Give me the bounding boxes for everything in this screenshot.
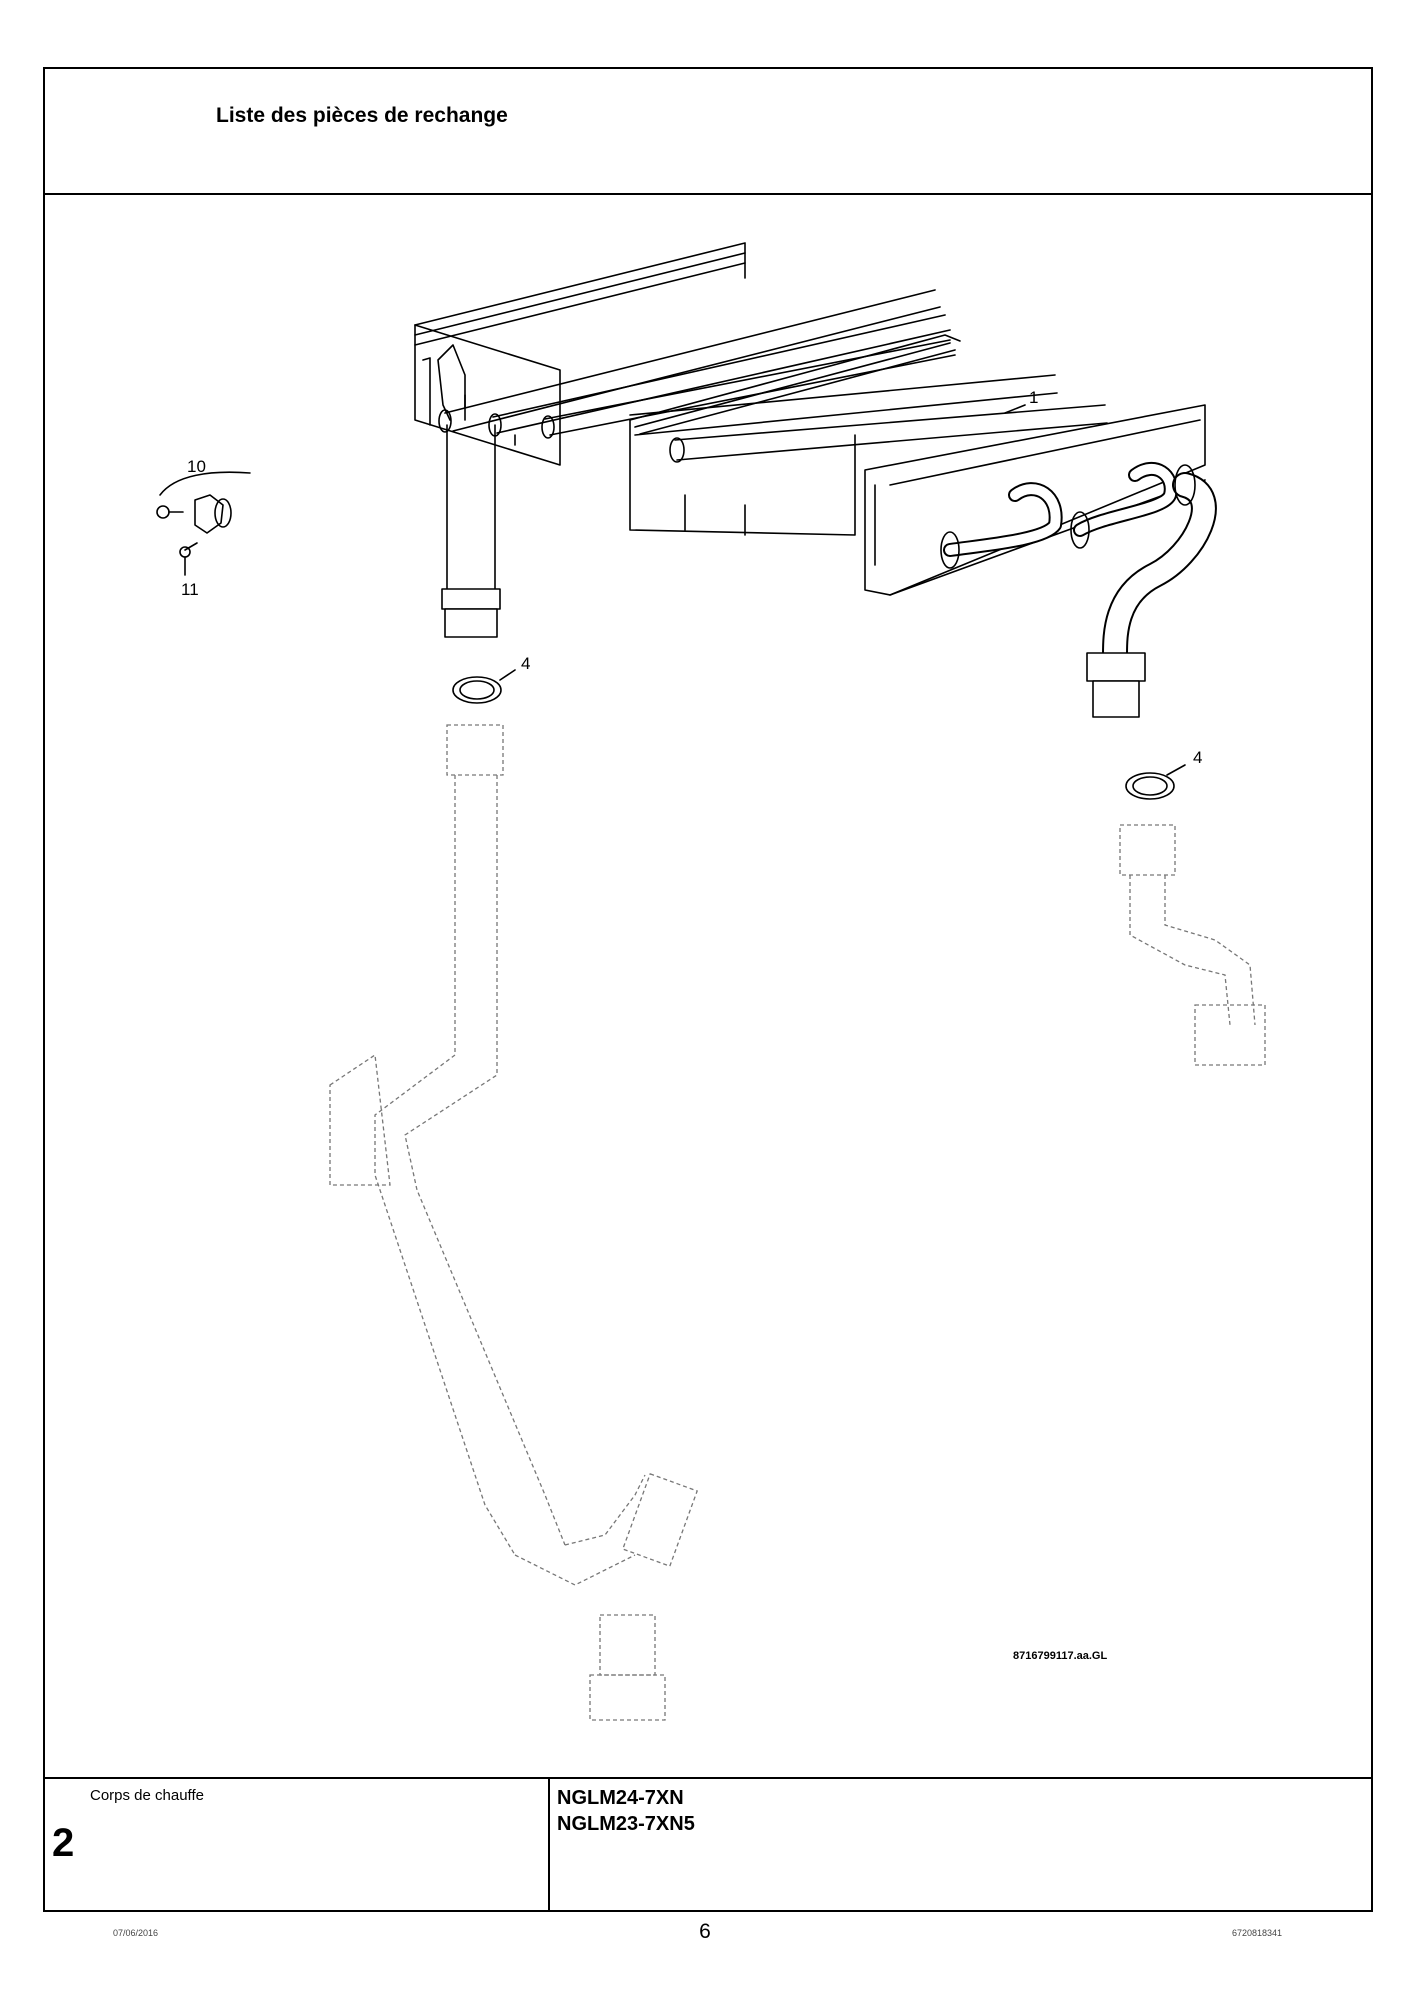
group-number: 2 (52, 1821, 75, 1865)
page-title: Liste des pièces de rechange (216, 104, 508, 127)
model-name: NGLM23-7XN5 (557, 1813, 695, 1835)
model-list: NGLM24-7XN NGLM23-7XN5 (557, 1785, 695, 1837)
callout-10: 10 (187, 457, 206, 476)
callout-4-left: 4 (521, 654, 530, 673)
page-frame: Liste des pièces de rechange (43, 67, 1373, 1912)
group-name: Corps de chauffe (90, 1787, 204, 1804)
model-name: NGLM24-7XN (557, 1787, 684, 1809)
header-box: Liste des pièces de rechange (45, 69, 1371, 195)
gasket-seals (452, 676, 1175, 800)
callout-4-right: 4 (1193, 748, 1202, 767)
page-number: 6 (699, 1920, 711, 1943)
print-date: 07/06/2016 (113, 1928, 159, 1938)
callout-1: 1 (1029, 388, 1038, 407)
exploded-view-drawing: 1 4 4 10 11 8716799117.aa.GL (45, 195, 1371, 1785)
front-connector-bends (940, 462, 1217, 668)
left-inlet-pipe (437, 344, 501, 638)
rear-fin-block (414, 242, 746, 466)
right-outlet-fitting (1086, 652, 1146, 718)
temperature-sensor-part (156, 471, 251, 576)
drawing-reference: 8716799117.aa.GL (1013, 1650, 1107, 1662)
callout-leader-lines (499, 404, 1186, 776)
heat-exchanger-illustration: 1 4 4 10 11 8716799117.aa.GL (156, 242, 1266, 1721)
footer-group-cell: Corps de chauffe 2 (45, 1779, 550, 1910)
dashed-connection-pipes (329, 724, 1266, 1721)
document-number: 6720818341 (1232, 1928, 1283, 1938)
callout-11: 11 (181, 580, 199, 599)
footer-box: Corps de chauffe 2 NGLM24-7XN NGLM23-7XN… (45, 1777, 1371, 1910)
heat-exchanger-tubes (438, 289, 1108, 463)
